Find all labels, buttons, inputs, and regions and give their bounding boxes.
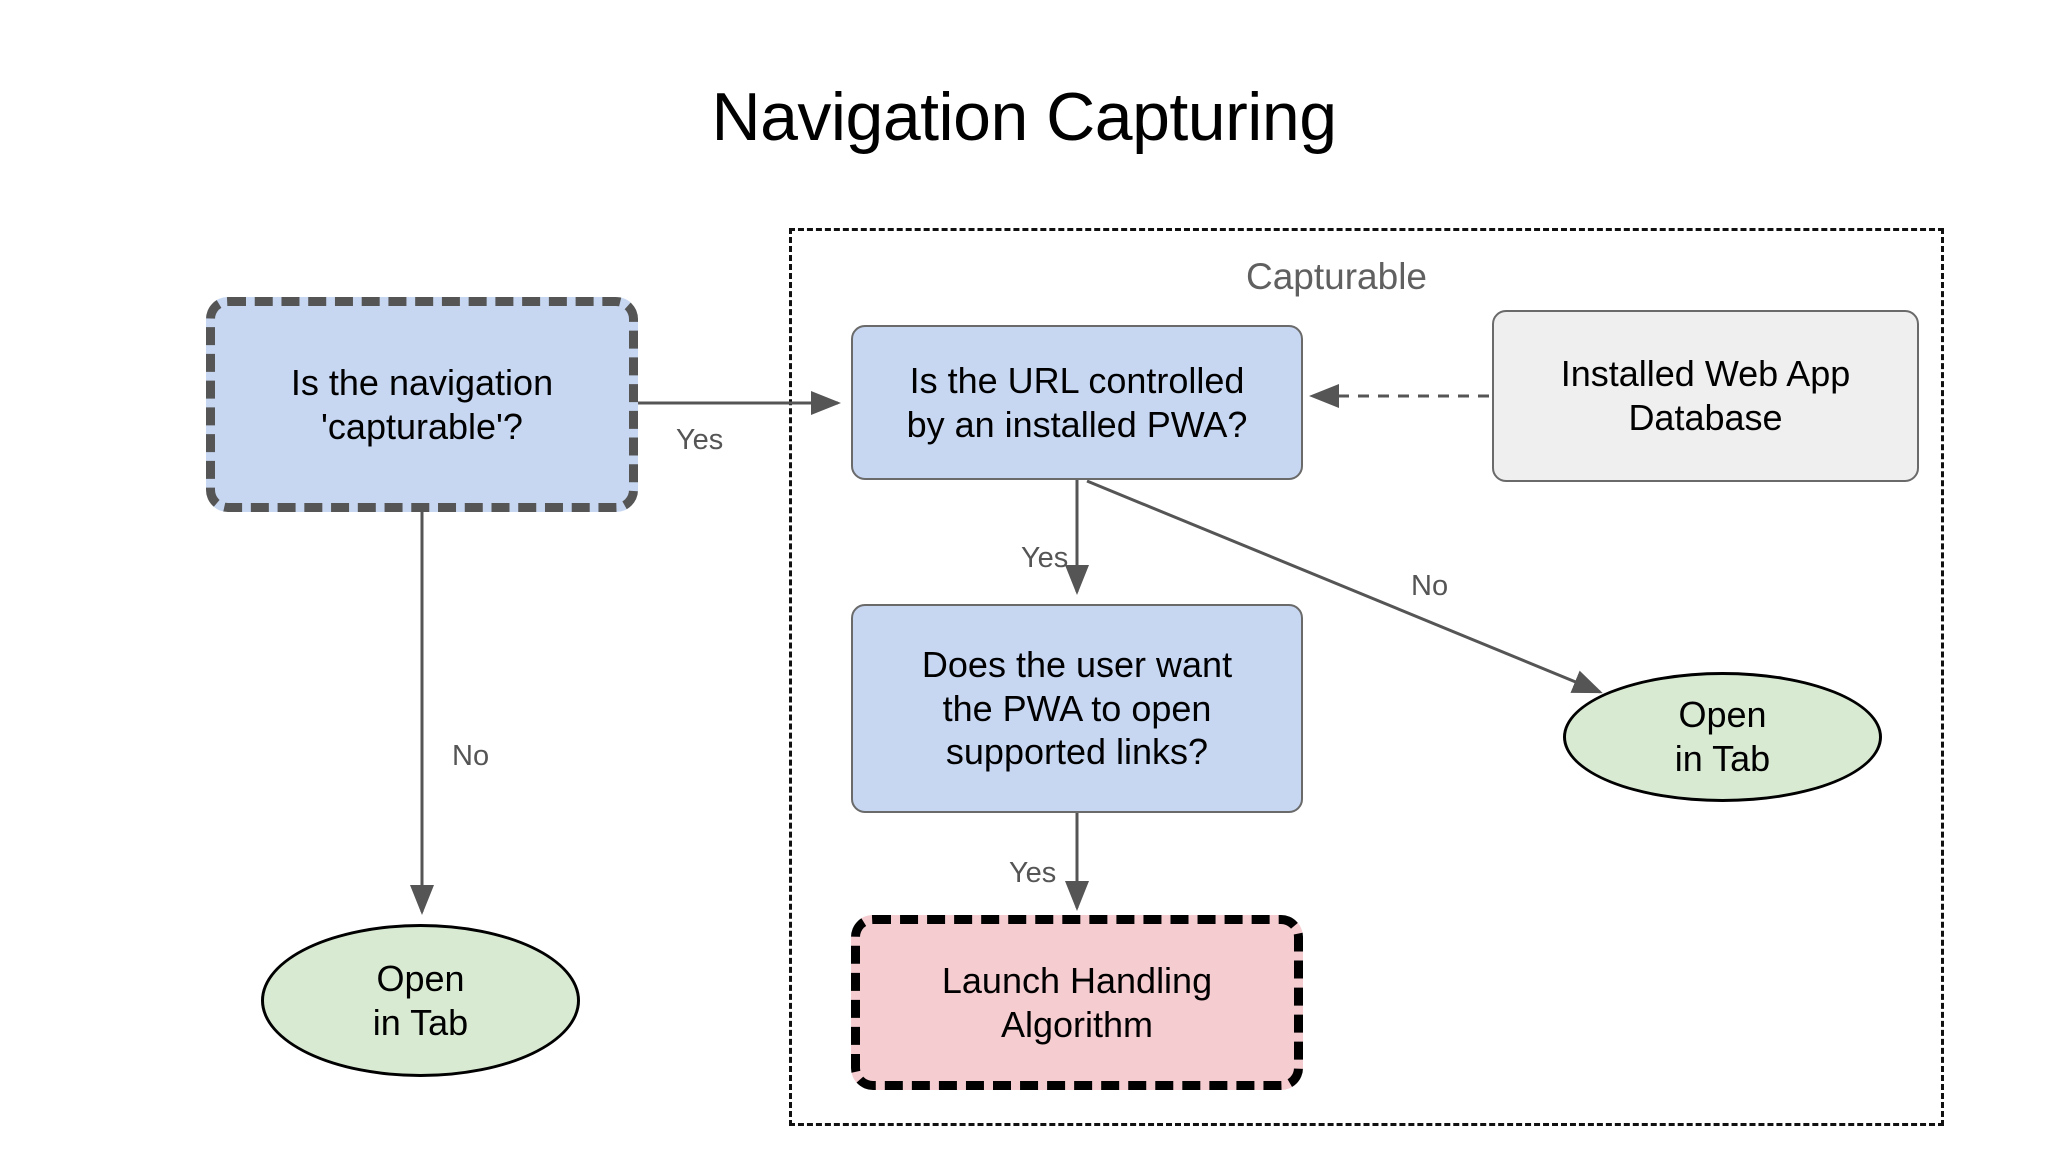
node-open-in-tab-right[interactable]: Open in Tab — [1563, 672, 1882, 802]
page-title: Navigation Capturing — [711, 79, 1337, 155]
node-is-navigation-capturable[interactable]: Is the navigation 'capturable'? — [206, 297, 638, 512]
capturable-group-container — [789, 228, 1944, 1126]
edge-label-yes-capturable: Yes — [676, 424, 724, 456]
node-installed-web-app-database[interactable]: Installed Web App Database — [1492, 310, 1919, 482]
node-does-user-want-pwa-open-links[interactable]: Does the user want the PWA to open suppo… — [851, 604, 1303, 813]
edge-label-yes-url-controlled: Yes — [1021, 542, 1069, 574]
capturable-group-label: Capturable — [1246, 256, 1428, 297]
edge-label-no-url-controlled: No — [1411, 570, 1449, 602]
node-open-in-tab-left[interactable]: Open in Tab — [261, 924, 580, 1077]
edge-label-no-capturable: No — [452, 740, 490, 772]
node-launch-handling-algorithm[interactable]: Launch Handling Algorithm — [851, 915, 1303, 1090]
node-is-url-controlled-by-pwa[interactable]: Is the URL controlled by an installed PW… — [851, 325, 1303, 480]
edge-label-yes-user-want: Yes — [1009, 857, 1057, 889]
